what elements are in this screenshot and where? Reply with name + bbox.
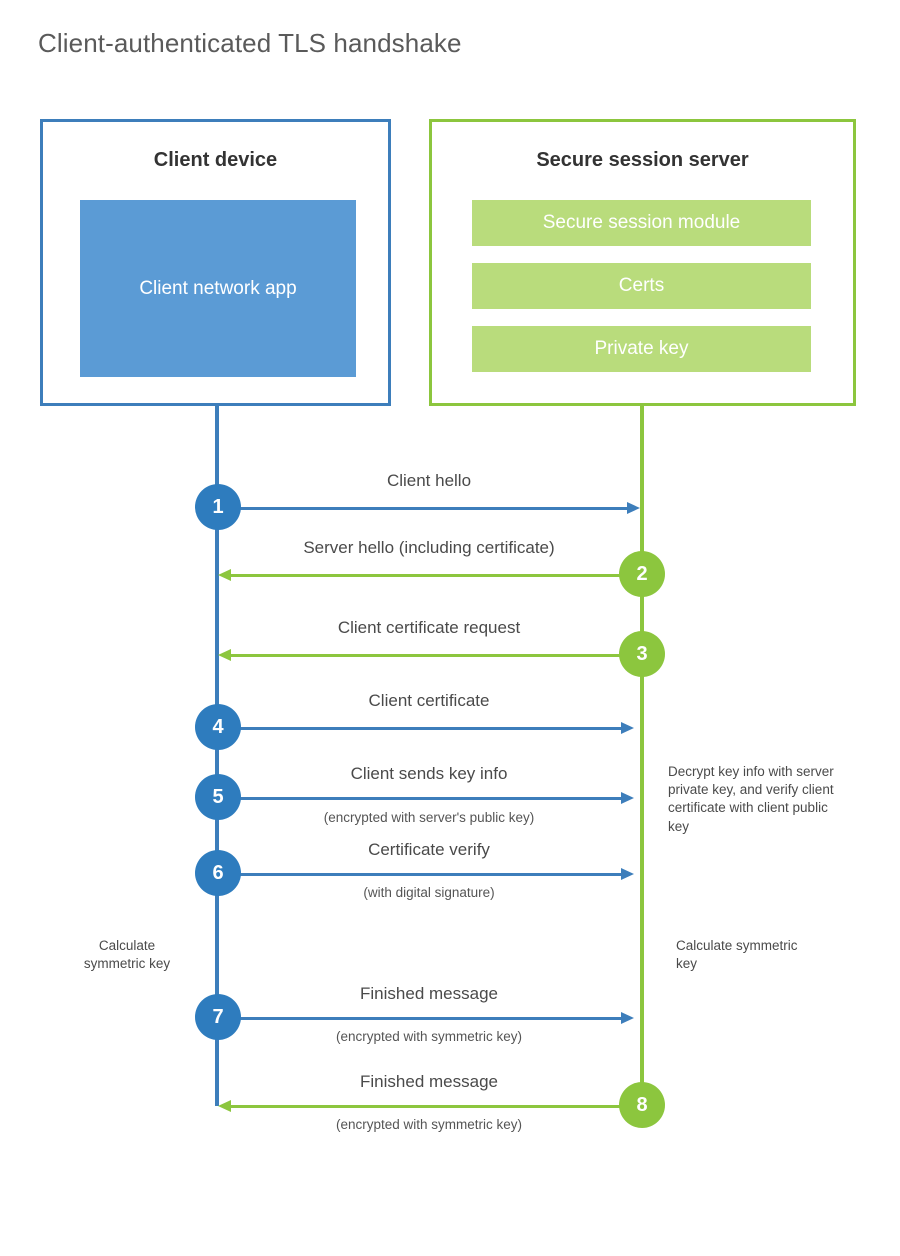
server-component-private-key: Private key — [472, 326, 811, 372]
client-lifeline — [215, 403, 219, 1106]
secure-session-server-box: Secure session server Secure session mod… — [429, 119, 856, 406]
message-1-line — [217, 507, 627, 510]
message-5-arrowhead — [621, 792, 634, 804]
message-6-line — [217, 873, 621, 876]
message-1-label: Client hello — [386, 471, 472, 490]
step-badge-3: 3 — [619, 631, 665, 677]
page-title: Client-authenticated TLS handshake — [38, 28, 462, 58]
server-calculate-symmetric-key-note: Calculate symmetric key — [676, 938, 798, 972]
client-device-box: Client device Client network app — [40, 119, 391, 406]
message-6-label: Certificate verify — [368, 840, 490, 859]
client-device-title: Client device — [153, 149, 278, 171]
message-5-line — [217, 797, 621, 800]
client-network-app-label: Client network app — [139, 277, 297, 299]
message-5-sublabel: (encrypted with server's public key) — [323, 810, 535, 825]
message-8-line — [231, 1105, 623, 1108]
message-7-sublabel: (encrypted with symmetric key) — [335, 1029, 523, 1044]
server-component-certs: Certs — [472, 263, 811, 309]
message-6-arrowhead — [621, 868, 634, 880]
message-4-line — [217, 727, 621, 730]
message-8-arrowhead — [218, 1100, 231, 1112]
message-7-arrowhead — [621, 1012, 634, 1024]
secure-session-server-title: Secure session server — [536, 149, 749, 171]
message-4-arrowhead — [621, 722, 634, 734]
server-lifeline — [640, 403, 644, 1106]
message-1-arrowhead — [627, 502, 640, 514]
message-3-line — [231, 654, 643, 657]
step-badge-8: 8 — [619, 1082, 665, 1128]
server-component-secure-session-module: Secure session module — [472, 200, 811, 246]
message-6-sublabel: (with digital signature) — [363, 885, 495, 900]
message-2-line — [231, 574, 643, 577]
message-8-label: Finished message — [360, 1072, 498, 1091]
step-badge-7: 7 — [195, 994, 241, 1040]
message-3-arrowhead — [218, 649, 231, 661]
client-network-app-block: Client network app — [80, 200, 356, 377]
message-4-label: Client certificate — [368, 691, 490, 710]
message-5-label: Client sends key info — [350, 764, 508, 783]
message-3-label: Client certificate request — [337, 618, 521, 637]
client-calculate-symmetric-key-note: Calculate symmetric key — [83, 938, 171, 972]
message-2-arrowhead — [218, 569, 231, 581]
step-badge-1: 1 — [195, 484, 241, 530]
message-7-line — [217, 1017, 621, 1020]
message-8-sublabel: (encrypted with symmetric key) — [335, 1117, 523, 1132]
step-badge-4: 4 — [195, 704, 241, 750]
step-badge-6: 6 — [195, 850, 241, 896]
step-badge-5: 5 — [195, 774, 241, 820]
message-7-label: Finished message — [360, 984, 498, 1003]
message-2-label: Server hello (including certificate) — [303, 538, 555, 557]
server-decrypt-note: Decrypt key info with server private key… — [668, 764, 834, 834]
step-badge-2: 2 — [619, 551, 665, 597]
